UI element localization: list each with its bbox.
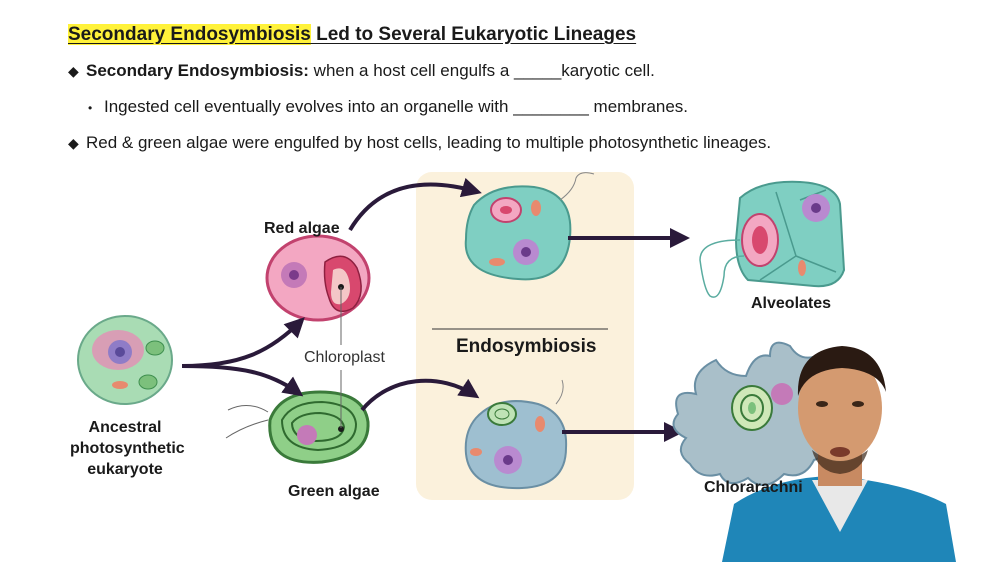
diamond-bullet-icon: ◆ [68, 63, 79, 79]
bullet-term: Secondary Endosymbiosis: [86, 61, 309, 80]
chlorarachniophyte-cell [672, 341, 838, 486]
title-rest: Led to Several Eukaryotic Lineages [310, 24, 637, 45]
bullet-algae-text: Red & green algae were engulfed by host … [86, 133, 772, 152]
bullet-algae: ◆ Red & green algae were engulfed by host… [68, 133, 771, 153]
slide-title: Secondary Endosymbiosis Led to Several E… [68, 24, 636, 46]
label-ancestral-eukaryote: Ancestral photosynthetic eukaryote [70, 417, 185, 480]
host-cell-green [464, 379, 568, 490]
dot-bullet-icon: • [88, 101, 93, 115]
presenter-video [722, 346, 956, 562]
bullet-sub-organelle: • Ingested cell eventually evolves into a… [88, 97, 688, 117]
arrow-to-green-algae [181, 364, 304, 397]
label-green-algae: Green algae [288, 483, 380, 500]
title-highlighted: Secondary Endosymbiosis [68, 24, 311, 45]
arrow-green-to-host [360, 378, 480, 412]
arrow-to-red-algae [181, 317, 305, 368]
bullet-sub-text: Ingested cell eventually evolves into an… [104, 97, 689, 116]
host-cell-red [464, 172, 595, 281]
label-ancestral-line1: Ancestral [88, 419, 162, 436]
green-algae-cell [225, 390, 370, 464]
red-algae-cell [265, 234, 371, 322]
arrow-red-to-host [348, 177, 482, 232]
label-ancestral-line2: photosynthetic [70, 440, 185, 457]
bullet-definition: ◆ Secondary Endosymbiosis: when a host ce… [68, 61, 655, 81]
label-alveolates: Alveolates [751, 295, 832, 312]
label-chlorarachniophytes: Chlorarachni [704, 479, 803, 496]
label-ancestral-line3: eukaryote [87, 461, 163, 478]
diamond-bullet-icon: ◆ [68, 135, 79, 151]
label-endosymbiosis: Endosymbiosis [456, 336, 597, 357]
label-chloroplast: Chloroplast [304, 349, 385, 366]
alveolate-cell [699, 180, 846, 298]
ancestral-cell [77, 315, 173, 405]
bullet-text: when a host cell engulfs a _____karyotic… [308, 61, 655, 80]
label-red-algae: Red algae [264, 220, 340, 237]
